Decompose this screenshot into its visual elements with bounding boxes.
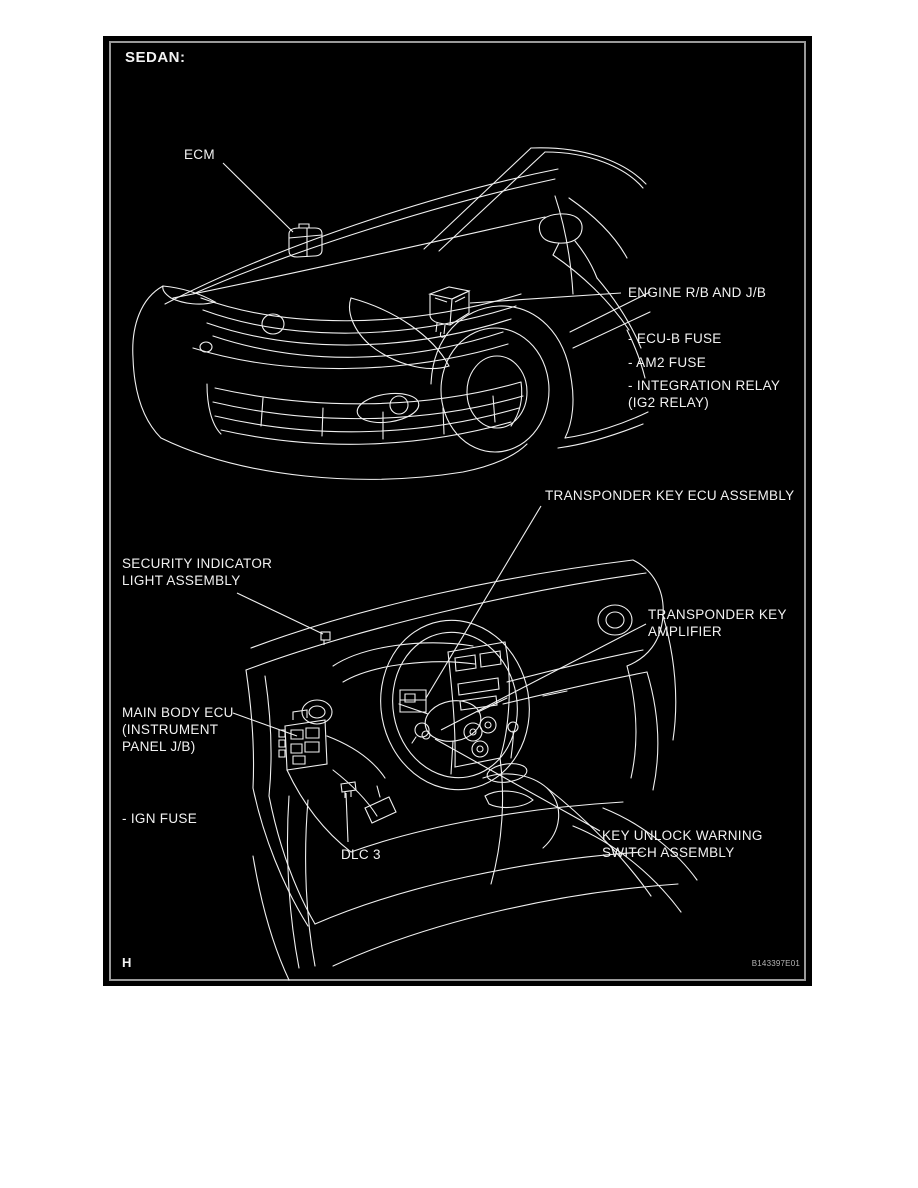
label-ecu-b-fuse: - ECU-B FUSE [628, 331, 722, 346]
dlc3-connector [340, 781, 357, 798]
label-integration-relay: - INTEGRATION RELAY (IG2 RELAY) [628, 378, 781, 410]
leader-engine-rb [469, 292, 622, 304]
label-transponder-key-ecu: TRANSPONDER KEY ECU ASSEMBLY [545, 488, 795, 503]
label-main-body-ecu: MAIN BODY ECU (INSTRUMENT PANEL J/B) [122, 705, 234, 754]
page-letter: H [122, 955, 132, 970]
ecm-box [288, 223, 323, 258]
leader-transponder-ecu [425, 505, 542, 699]
leader-lines [222, 162, 647, 843]
leader-transponder-amplifier [440, 623, 647, 731]
dash-speaker [597, 604, 633, 636]
accelerator-pedal [364, 785, 397, 824]
steering-wheel [380, 619, 530, 791]
ignition-key-cylinder [411, 722, 431, 744]
label-transponder-key-amplifier: TRANSPONDER KEY AMPLIFIER [648, 607, 787, 639]
engine-junction-box [428, 286, 471, 338]
leader-ecm [222, 162, 294, 233]
center-stack [447, 641, 510, 768]
figure-panel: SEDAN: ECM ENGINE R/B AND J/B - ECU-B FU… [103, 36, 812, 986]
gear-shifter [484, 721, 534, 809]
label-key-unlock: KEY UNLOCK WARNING SWITCH ASSEMBLY [602, 828, 763, 860]
leader-main-body-ecu [232, 712, 298, 737]
label-dlc3: DLC 3 [341, 847, 381, 862]
front-wheel [430, 305, 572, 453]
fog-lamp [356, 392, 420, 424]
leader-security-indicator [236, 592, 324, 635]
leader-key-unlock [434, 738, 601, 832]
variant-title: SEDAN: [125, 49, 186, 66]
transponder-key-ecu-box [399, 689, 427, 713]
main-body-ecu-block [278, 709, 328, 771]
label-security-indicator: SECURITY INDICATOR LIGHT ASSEMBLY [122, 556, 273, 588]
sedan-front-drawing [132, 147, 651, 480]
label-engine-rb: ENGINE R/B AND J/B [628, 285, 767, 300]
security-indicator-lamp [320, 631, 331, 645]
figure-code: B143397E01 [751, 959, 800, 968]
label-ecm: ECM [184, 147, 215, 162]
leader-dlc3 [345, 792, 349, 843]
interior-dashboard-drawing [245, 559, 698, 981]
label-ign-fuse: - IGN FUSE [122, 811, 198, 826]
toyota-emblem [261, 313, 285, 335]
component-location-line-art [132, 147, 698, 981]
label-am2-fuse: - AM2 FUSE [628, 355, 707, 370]
